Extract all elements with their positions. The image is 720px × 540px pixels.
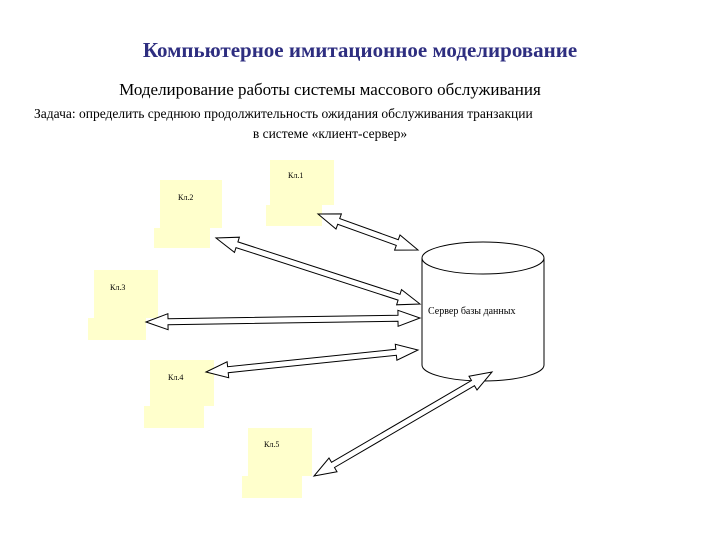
client-label-cl3: Кл.3 bbox=[110, 283, 125, 292]
arrow-cl2-server bbox=[214, 236, 422, 306]
server-label: Сервер базы данных bbox=[428, 306, 515, 317]
arrows bbox=[144, 213, 494, 477]
page-title: Компьютерное имитационное моделирование bbox=[142, 38, 578, 62]
client-label-cl4: Кл.4 bbox=[168, 373, 183, 382]
arrow-cl1-server bbox=[316, 213, 420, 251]
database-server: Сервер базы данных bbox=[421, 241, 545, 382]
arrow-cl5-server bbox=[312, 371, 494, 477]
arrow-cl3-server bbox=[144, 309, 422, 331]
page-subtitle: Моделирование работы системы массового о… bbox=[119, 80, 541, 99]
arrow-cl4-server bbox=[204, 343, 420, 379]
client-terminal-cl3: Кл.3 bbox=[88, 270, 158, 340]
client-terminal-cl5: Кл.5 bbox=[242, 428, 312, 498]
client-terminal-cl2: Кл.2 bbox=[154, 180, 222, 248]
task-text-line-2: в системе «клиент-сервер» bbox=[252, 126, 408, 141]
client-label-cl5: Кл.5 bbox=[264, 440, 279, 449]
client-terminal-cl1: Кл.1 bbox=[266, 160, 334, 226]
client-label-cl1: Кл.1 bbox=[288, 171, 303, 180]
client-label-cl2: Кл.2 bbox=[178, 193, 193, 202]
task-text-line-1: Задача: определить среднюю продолжительн… bbox=[34, 106, 533, 121]
client-terminal-cl4: Кл.4 bbox=[144, 360, 214, 428]
